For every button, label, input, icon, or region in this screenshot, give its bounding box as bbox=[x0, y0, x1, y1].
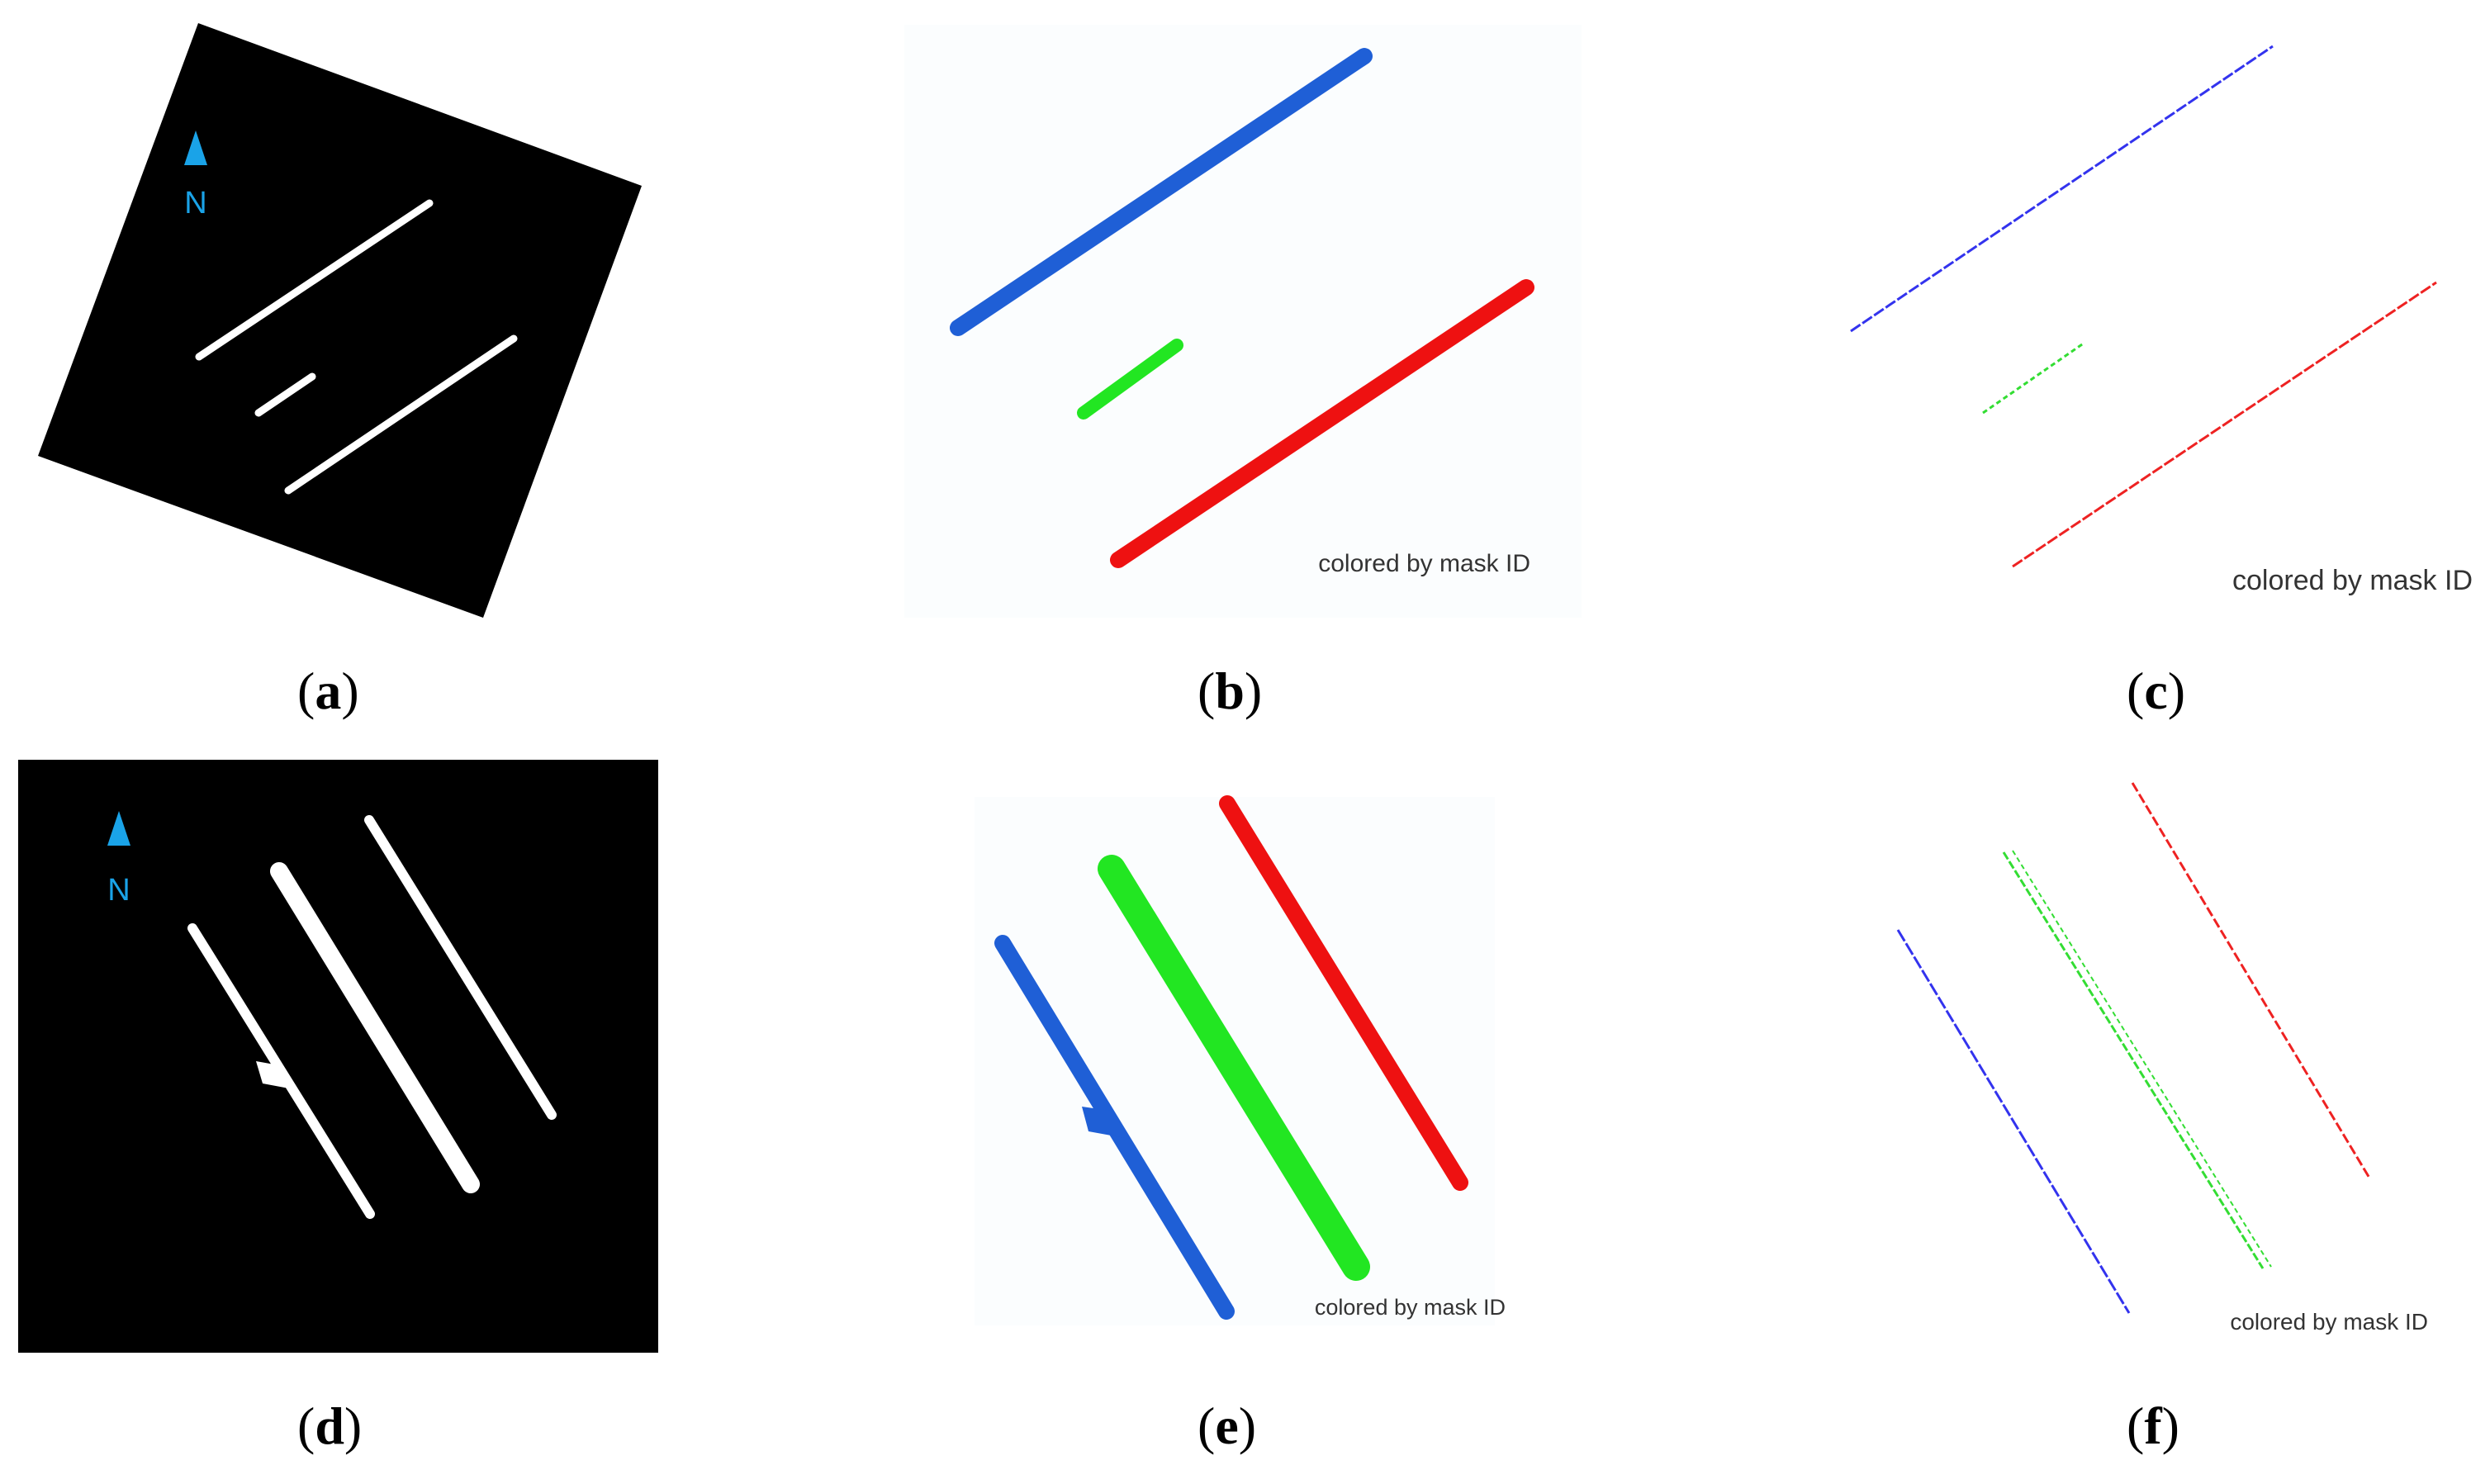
panel-d: N bbox=[18, 760, 658, 1353]
caption-e: (e) bbox=[1198, 1396, 1257, 1455]
caption-d-letter: d bbox=[315, 1396, 344, 1455]
mask-segment-2 bbox=[270, 862, 480, 1193]
caption-c-letter: c bbox=[2144, 661, 2168, 720]
centerline-red bbox=[2012, 281, 2437, 568]
panel-a: N bbox=[38, 23, 642, 618]
mask-segment-3 bbox=[364, 815, 557, 1120]
north-label: N bbox=[184, 186, 206, 220]
mask-segment-2 bbox=[254, 372, 316, 417]
panel-c: colored by mask ID bbox=[1850, 45, 2473, 596]
centerline-green-a bbox=[2002, 851, 2265, 1269]
north-arrow-icon bbox=[107, 811, 130, 846]
caption-a: (a) bbox=[297, 661, 359, 720]
mask-green bbox=[1077, 339, 1183, 420]
centerline-green-b bbox=[2012, 850, 2272, 1268]
caption-a-letter: a bbox=[315, 661, 342, 720]
north-arrow-icon bbox=[184, 130, 207, 165]
legend-note: colored by mask ID bbox=[1318, 550, 1530, 577]
centerline-blue bbox=[1850, 45, 2274, 333]
caption-f: (f) bbox=[2127, 1396, 2179, 1455]
caption-e-letter: e bbox=[1215, 1396, 1239, 1455]
mask-segment-1 bbox=[195, 199, 434, 361]
legend-note: colored by mask ID bbox=[1315, 1295, 1506, 1320]
mask-green bbox=[1098, 855, 1370, 1281]
panel-e: colored by mask ID bbox=[975, 795, 1506, 1325]
caption-b-letter: b bbox=[1215, 661, 1245, 720]
mask-red bbox=[1219, 795, 1468, 1191]
mask-background bbox=[18, 760, 658, 1353]
mask-background bbox=[38, 23, 642, 618]
mask-blue bbox=[950, 48, 1373, 336]
mask-segment-3 bbox=[284, 334, 518, 495]
caption-f-letter: f bbox=[2144, 1396, 2162, 1455]
legend-note: colored by mask ID bbox=[2232, 565, 2473, 596]
centerline-green bbox=[1982, 341, 2085, 415]
centerline-blue bbox=[1896, 929, 2131, 1314]
panel-f: colored by mask ID bbox=[1896, 782, 2428, 1335]
legend-note: colored by mask ID bbox=[2230, 1309, 2428, 1335]
panel-b: colored by mask ID bbox=[904, 25, 1582, 618]
mask-red bbox=[1110, 279, 1534, 568]
mask-blue-bulge bbox=[1082, 1107, 1125, 1138]
caption-b: (b) bbox=[1198, 661, 1263, 720]
caption-c: (c) bbox=[2127, 661, 2186, 720]
centerline-red bbox=[2131, 782, 2372, 1180]
mask-segment-1-bulge bbox=[256, 1061, 289, 1088]
caption-d: (d) bbox=[297, 1396, 363, 1455]
north-label: N bbox=[107, 873, 130, 908]
